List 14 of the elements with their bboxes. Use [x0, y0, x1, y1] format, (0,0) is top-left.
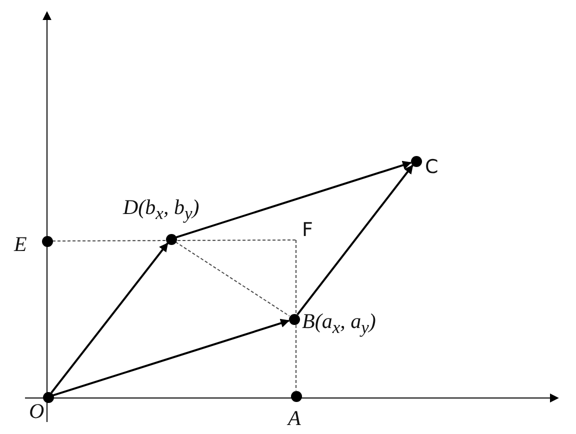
vector-arrow — [296, 164, 414, 316]
point-label: E — [14, 234, 27, 255]
point — [123, 197, 199, 244]
vector-arrow — [52, 318, 290, 396]
dashed-line — [175, 242, 290, 316]
vector-arrow — [176, 160, 412, 238]
point-label: C — [425, 158, 438, 177]
dashed-line — [52, 240, 296, 242]
point-label: O — [29, 401, 44, 422]
vector-arrow — [50, 242, 168, 394]
point-label: B(a$_{x}$, a$_{y}$) — [302, 311, 376, 337]
point — [288, 311, 376, 337]
point-label: A — [288, 408, 301, 429]
point-label: D(b$_{x}$, b$_{y}$) — [123, 197, 200, 223]
